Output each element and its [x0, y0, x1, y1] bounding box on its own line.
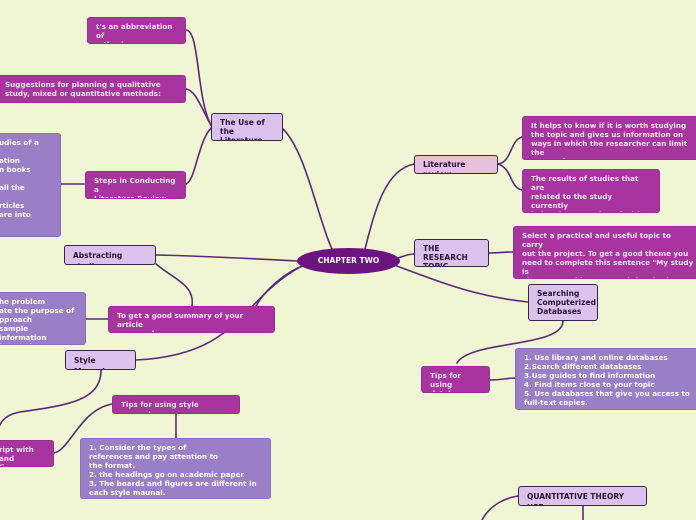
link-litreview-detail2	[497, 163, 523, 191]
databases-node[interactable]: Searching Computerized Databases	[528, 284, 598, 321]
style-manuals-node[interactable]: Style Manuals	[65, 350, 136, 370]
link-style-tips	[53, 403, 113, 454]
steps-node[interactable]: Steps in Conducting a Literature Review	[85, 171, 186, 199]
link-research-detail	[488, 251, 514, 254]
literature-review-node[interactable]: Literature review	[414, 155, 498, 174]
link-use-suggestions	[185, 88, 213, 128]
link-use-abbreviation	[185, 29, 213, 128]
research-topic-detail[interactable]: Select a practical and useful topic to c…	[513, 226, 696, 279]
abstracting-studies-node[interactable]: Abstracting studies	[64, 245, 156, 265]
quantitative-theory-node[interactable]: QUANTITATIVE THEORY USE	[518, 486, 647, 506]
link-style-script	[0, 369, 102, 426]
abbreviation-note[interactable]: t's an abbreviation of a thesis.	[87, 17, 186, 44]
database-tips-detail[interactable]: 1. Use library and online databases 2.Se…	[515, 348, 696, 410]
link-central-databases	[393, 264, 529, 303]
link-litreview-detail1	[497, 136, 523, 165]
link-abstracting-summary	[155, 263, 193, 307]
link-central-use-of-literature	[281, 127, 333, 250]
research-topic-node[interactable]: THE RESEARCH TOPIC	[414, 239, 489, 267]
central-topic[interactable]: CHAPTER TWO	[297, 248, 400, 274]
database-tips-node[interactable]: Tips for using databases:	[421, 366, 490, 393]
link-databases-tips	[456, 320, 564, 364]
style-tips-node[interactable]: Tips for using style manuals:	[112, 395, 240, 414]
style-tips-detail[interactable]: 1. Consider the types of references and …	[80, 438, 271, 499]
steps-detail[interactable]: udies of a ation n books all the rticles…	[0, 133, 61, 237]
link-central-summary	[255, 264, 306, 307]
link-quantitative-left	[481, 495, 519, 520]
literature-review-detail-1[interactable]: It helps to know if it is worth studying…	[522, 116, 696, 160]
link-central-literature-review	[364, 163, 415, 250]
suggestions-note[interactable]: Suggestions for planning a qualitative s…	[0, 75, 186, 103]
link-use-steps	[185, 126, 213, 185]
literature-review-detail-2[interactable]: The results of studies that are related …	[522, 169, 660, 213]
link-central-abstracting	[155, 254, 299, 262]
summary-node[interactable]: To get a good summary of your article yo…	[108, 306, 275, 333]
script-note[interactable]: ript with and figures.	[0, 440, 54, 467]
use-of-literature-node[interactable]: The Use of the Literature	[211, 113, 283, 141]
link-central-research-topic	[397, 253, 415, 259]
link-tips-databases-detail	[489, 377, 516, 381]
summary-detail[interactable]: he problem ate the purpose of pproach sa…	[0, 292, 86, 345]
